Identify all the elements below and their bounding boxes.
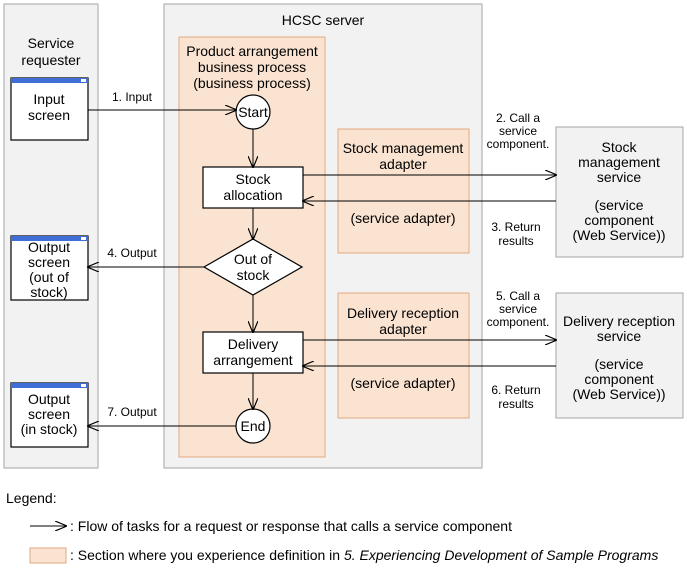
window-title-bar bbox=[11, 236, 88, 241]
delivery-service-line4: component bbox=[584, 371, 653, 387]
output-out-of-stock-line1: Output bbox=[28, 239, 70, 255]
stock-adapter-line1: Stock management bbox=[343, 140, 464, 156]
stock-allocation-line1: Stock bbox=[235, 171, 271, 187]
label-call-delivery-line1: 5. Call a bbox=[496, 289, 540, 303]
delivery-adapter-line1: Delivery reception bbox=[347, 305, 459, 321]
delivery-arrangement-line2: arrangement bbox=[213, 352, 292, 368]
delivery-adapter-line2: adapter bbox=[379, 321, 427, 337]
stock-service-line2: management bbox=[578, 154, 660, 170]
output-screen-out-of-stock-window: Output screen (out of stock) bbox=[10, 235, 89, 301]
decision-label-line1: Out of bbox=[234, 251, 272, 267]
business-process-title-line1: Product arrangement bbox=[186, 43, 318, 59]
label-call-delivery-line3: component. bbox=[487, 315, 550, 329]
legend-section-description: : Section where you experience definitio… bbox=[70, 547, 658, 563]
label-output-in-stock: 7. Output bbox=[107, 405, 157, 419]
stock-allocation-line2: allocation bbox=[223, 187, 282, 203]
stock-service-line6: (Web Service)) bbox=[572, 227, 665, 243]
decision-label-line2: stock bbox=[237, 267, 271, 283]
label-return-delivery-line1: 6. Return bbox=[491, 383, 540, 397]
label-call-stock-line1: 2. Call a bbox=[496, 111, 540, 125]
label-return-delivery-line2: results bbox=[498, 397, 533, 411]
service-requester-title-line2: requester bbox=[21, 52, 80, 68]
window-title-bar bbox=[11, 383, 88, 388]
output-screen-in-stock-window: Output screen (in stock) bbox=[10, 382, 89, 448]
stock-management-service-box bbox=[555, 126, 684, 258]
stock-adapter-line2: adapter bbox=[379, 156, 427, 172]
input-screen-label-line1: Input bbox=[33, 91, 64, 107]
label-return-stock-line1: 3. Return bbox=[491, 220, 540, 234]
business-process-title-line3: (business process) bbox=[193, 75, 311, 91]
delivery-reception-service-box bbox=[555, 292, 684, 419]
legend-section-prefix: : Section where you experience definitio… bbox=[70, 547, 344, 563]
input-screen-window: Input screen bbox=[10, 77, 89, 141]
output-out-of-stock-line4: stock) bbox=[30, 284, 67, 300]
input-screen-label-line2: screen bbox=[28, 107, 70, 123]
label-output-out-of-stock: 4. Output bbox=[107, 246, 157, 260]
business-process-title-line2: business process bbox=[198, 59, 306, 75]
end-label: End bbox=[241, 418, 266, 434]
delivery-arrangement-activity bbox=[202, 331, 304, 374]
legend-title: Legend: bbox=[6, 490, 57, 506]
legend-arrow-description: : Flow of tasks for a request or respons… bbox=[70, 518, 512, 534]
stock-service-line4: (service bbox=[594, 197, 643, 213]
label-call-stock-line2: service bbox=[499, 124, 537, 138]
stock-service-line3: service bbox=[597, 169, 642, 185]
delivery-reception-adapter-section bbox=[337, 292, 470, 419]
stock-management-adapter-section bbox=[337, 128, 470, 254]
start-label: Start bbox=[238, 104, 268, 120]
output-out-of-stock-line3: (out of bbox=[29, 269, 69, 285]
label-return-stock-line2: results bbox=[498, 234, 533, 248]
legend-section-reference: 5. Experiencing Development of Sample Pr… bbox=[344, 547, 658, 563]
delivery-service-line5: (Web Service)) bbox=[572, 386, 665, 402]
label-input: 1. Input bbox=[112, 90, 153, 104]
stock-adapter-line3: (service adapter) bbox=[350, 210, 455, 226]
label-call-stock-line3: component. bbox=[487, 137, 550, 151]
label-call-delivery-line2: service bbox=[499, 302, 537, 316]
delivery-service-line3: (service bbox=[594, 356, 643, 372]
delivery-service-line1: Delivery reception bbox=[563, 313, 675, 329]
output-out-of-stock-line2: screen bbox=[28, 254, 70, 270]
hcsc-server-title: HCSC server bbox=[282, 12, 365, 28]
window-title-bar bbox=[11, 78, 88, 83]
output-in-stock-line2: screen bbox=[28, 406, 70, 422]
delivery-arrangement-line1: Delivery bbox=[228, 336, 279, 352]
output-in-stock-line1: Output bbox=[28, 391, 70, 407]
stock-service-line5: component bbox=[584, 212, 653, 228]
stock-service-line1: Stock bbox=[601, 139, 637, 155]
legend-section-swatch bbox=[29, 547, 67, 564]
delivery-adapter-line3: (service adapter) bbox=[350, 375, 455, 391]
delivery-service-line2: service bbox=[597, 328, 642, 344]
service-requester-title-line1: Service bbox=[28, 35, 75, 51]
output-in-stock-line3: (in stock) bbox=[21, 421, 78, 437]
